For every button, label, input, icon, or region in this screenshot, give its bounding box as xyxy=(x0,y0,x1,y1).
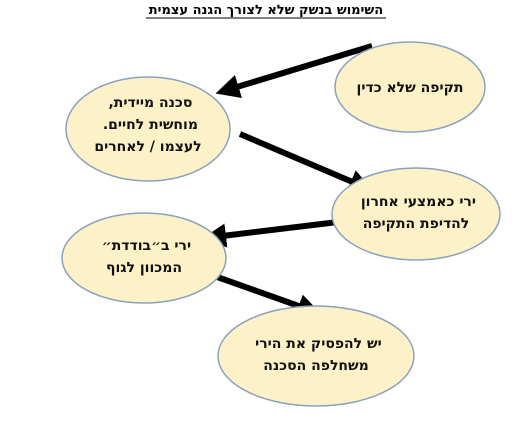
node-label: ירי ב״בודדת״ המכוון לגוף xyxy=(97,238,191,276)
node-label-line: ירי ב״בודדת״ xyxy=(102,238,191,254)
arrow-n2-to-n3 xyxy=(238,131,374,193)
node-stop-firing: יש להפסיק את הירי משחלפה הסכנה xyxy=(217,305,415,407)
diagram-title: השימוש בנשק שלא לצורך הגנה עצמית xyxy=(149,3,383,18)
node-label-line: תקיפה שלא כדין xyxy=(357,80,464,96)
node-label-line: משחלפה הסכנה xyxy=(263,358,369,374)
node-label-line: יש להפסיק את הירי xyxy=(255,336,382,352)
node-ellipse xyxy=(65,76,231,182)
arrow-n1-to-n2 xyxy=(215,43,373,98)
node-label: יש להפסיק את הירי משחלפה הסכנה xyxy=(250,336,382,374)
node-label: תקיפה שלא כדין xyxy=(357,80,464,96)
node-label: ירי כאמצעי אחרון להדיפת התקיפה xyxy=(356,194,476,232)
node-label-line: ירי כאמצעי אחרון xyxy=(361,194,476,210)
node-ellipse xyxy=(61,212,227,304)
node-immediate-danger: סכנה מיידית, מוחשית לחיים. לעצמו / לאחרי… xyxy=(65,76,231,182)
node-ellipse xyxy=(217,305,415,407)
node-label-line: המכוון לגוף xyxy=(106,260,182,276)
node-last-resort-fire: ירי כאמצעי אחרון להדיפת התקיפה xyxy=(331,167,501,261)
node-label: סכנה מיידית, מוחשית לחיים. לעצמו / לאחרי… xyxy=(94,95,201,155)
node-single-shot-fire: ירי ב״בודדת״ המכוון לגוף xyxy=(61,212,227,304)
arrow-n3-to-n4 xyxy=(202,219,339,248)
node-label-line: מוחשית לחיים. xyxy=(103,117,198,133)
arrow-n4-to-n5 xyxy=(204,270,322,318)
node-label-line: לעצמו / לאחרים xyxy=(94,139,201,155)
node-label-line: סכנה מיידית, xyxy=(108,95,192,111)
node-ellipse xyxy=(334,41,486,133)
node-ellipse xyxy=(331,167,501,261)
node-unlawful-attack: תקיפה שלא כדין xyxy=(334,41,486,133)
node-label-line: להדיפת התקיפה xyxy=(363,216,470,232)
